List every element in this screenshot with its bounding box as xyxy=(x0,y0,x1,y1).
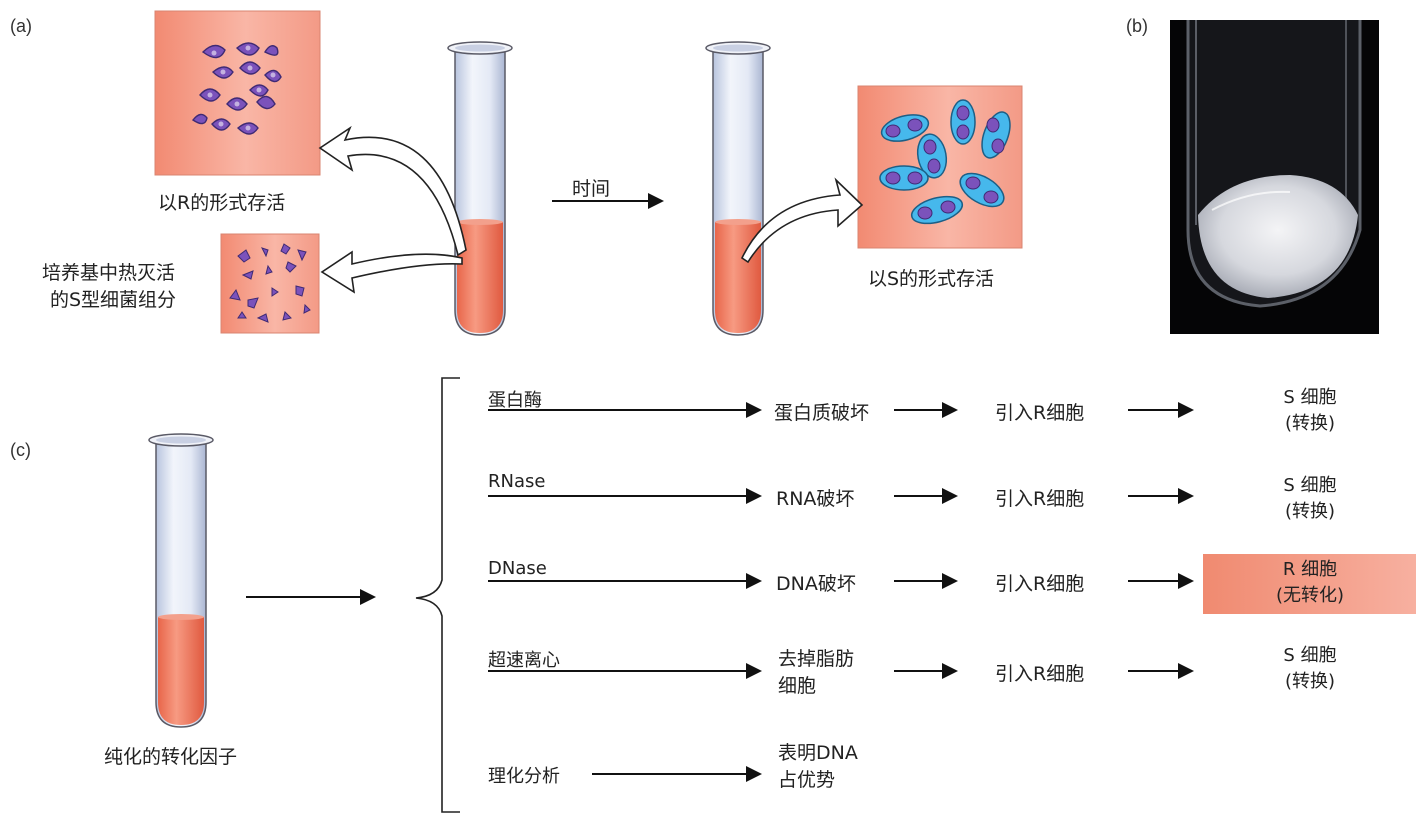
result-arrow xyxy=(1128,402,1194,418)
step-arrow xyxy=(894,402,958,418)
step-label: 引入R细胞 xyxy=(995,488,1085,510)
dna-pellet-photo xyxy=(1170,20,1379,334)
purified-factor-tube xyxy=(148,433,214,728)
treatment-label: 超速离心 xyxy=(488,650,560,671)
treatment-label: DNase xyxy=(488,558,547,579)
heat-killed-label-line1: 培养基中热灭活 xyxy=(42,262,176,284)
step-arrow xyxy=(894,573,958,589)
result-cell: S 细胞 xyxy=(1283,475,1337,496)
effect-line1: 去掉脂肪 xyxy=(778,648,855,670)
culture-tube-after-time xyxy=(705,41,771,336)
result-arrow xyxy=(1128,663,1194,679)
time-label: 时间 xyxy=(572,178,611,200)
treatment-label: RNase xyxy=(488,471,546,492)
purified-factor-label: 纯化的转化因子 xyxy=(104,746,238,768)
curved-arrows xyxy=(318,125,864,294)
heat-killed-components-square xyxy=(220,233,320,334)
result-box: S 细胞 (转换) xyxy=(1235,385,1385,437)
step-label: 引入R细胞 xyxy=(995,402,1085,424)
effect-line2: 占优势 xyxy=(778,769,836,791)
result-cell: S 细胞 xyxy=(1283,645,1337,666)
effect-label: RNA破坏 xyxy=(776,488,855,510)
step-label: 引入R细胞 xyxy=(995,573,1085,595)
treatment-label: 理化分析 xyxy=(488,766,560,787)
result-note: (转换) xyxy=(1284,671,1336,692)
split-arrow xyxy=(246,589,376,605)
r-form-cells-square xyxy=(154,10,321,176)
result-cell: R 细胞 xyxy=(1282,559,1338,580)
treatment-bracket xyxy=(415,377,460,813)
result-arrow xyxy=(1128,488,1194,504)
result-note: (无转化) xyxy=(1275,585,1345,606)
effect-label: DNA破坏 xyxy=(776,573,856,595)
result-box: R 细胞 (无转化) xyxy=(1235,557,1385,609)
r-form-label: 以R的形式存活 xyxy=(158,192,286,214)
treatment-arrow xyxy=(488,402,762,418)
time-arrow xyxy=(552,193,664,209)
s-form-label: 以S的形式存活 xyxy=(868,268,995,290)
no-transformation-highlight xyxy=(1203,554,1416,614)
step-arrow xyxy=(894,663,958,679)
result-box: S 细胞 (转换) xyxy=(1235,643,1385,695)
step-arrow xyxy=(894,488,958,504)
result-cell: S 细胞 xyxy=(1283,387,1337,408)
effect-label: 去掉脂肪 细胞 xyxy=(778,646,854,700)
panel-label-a: (a) xyxy=(10,16,32,36)
s-form-cells-square xyxy=(857,85,1023,249)
effect-line2: 细胞 xyxy=(778,675,817,697)
treatment-arrow xyxy=(488,573,762,589)
panel-label-c: (c) xyxy=(10,440,31,460)
treatment-arrow xyxy=(488,663,762,679)
step-label: 引入R细胞 xyxy=(995,663,1085,685)
effect-line1: 表明DNA xyxy=(778,742,858,764)
treatment-label: 蛋白酶 xyxy=(488,390,542,411)
effect-label: 蛋白质破坏 xyxy=(774,402,870,424)
treatment-arrow xyxy=(488,488,762,504)
heat-killed-label-line2: 的S型细菌组分 xyxy=(50,289,177,311)
result-note: (转换) xyxy=(1284,413,1336,434)
culture-tube-initial xyxy=(447,41,513,336)
treatment-arrow xyxy=(592,766,762,782)
effect-label: 表明DNA 占优势 xyxy=(778,740,858,794)
panel-label-b: (b) xyxy=(1126,16,1148,36)
result-box: S 细胞 (转换) xyxy=(1235,473,1385,525)
result-arrow xyxy=(1128,573,1194,589)
heat-killed-label: 培养基中热灭活 的S型细菌组分 xyxy=(42,260,176,314)
result-note: (转换) xyxy=(1284,501,1336,522)
